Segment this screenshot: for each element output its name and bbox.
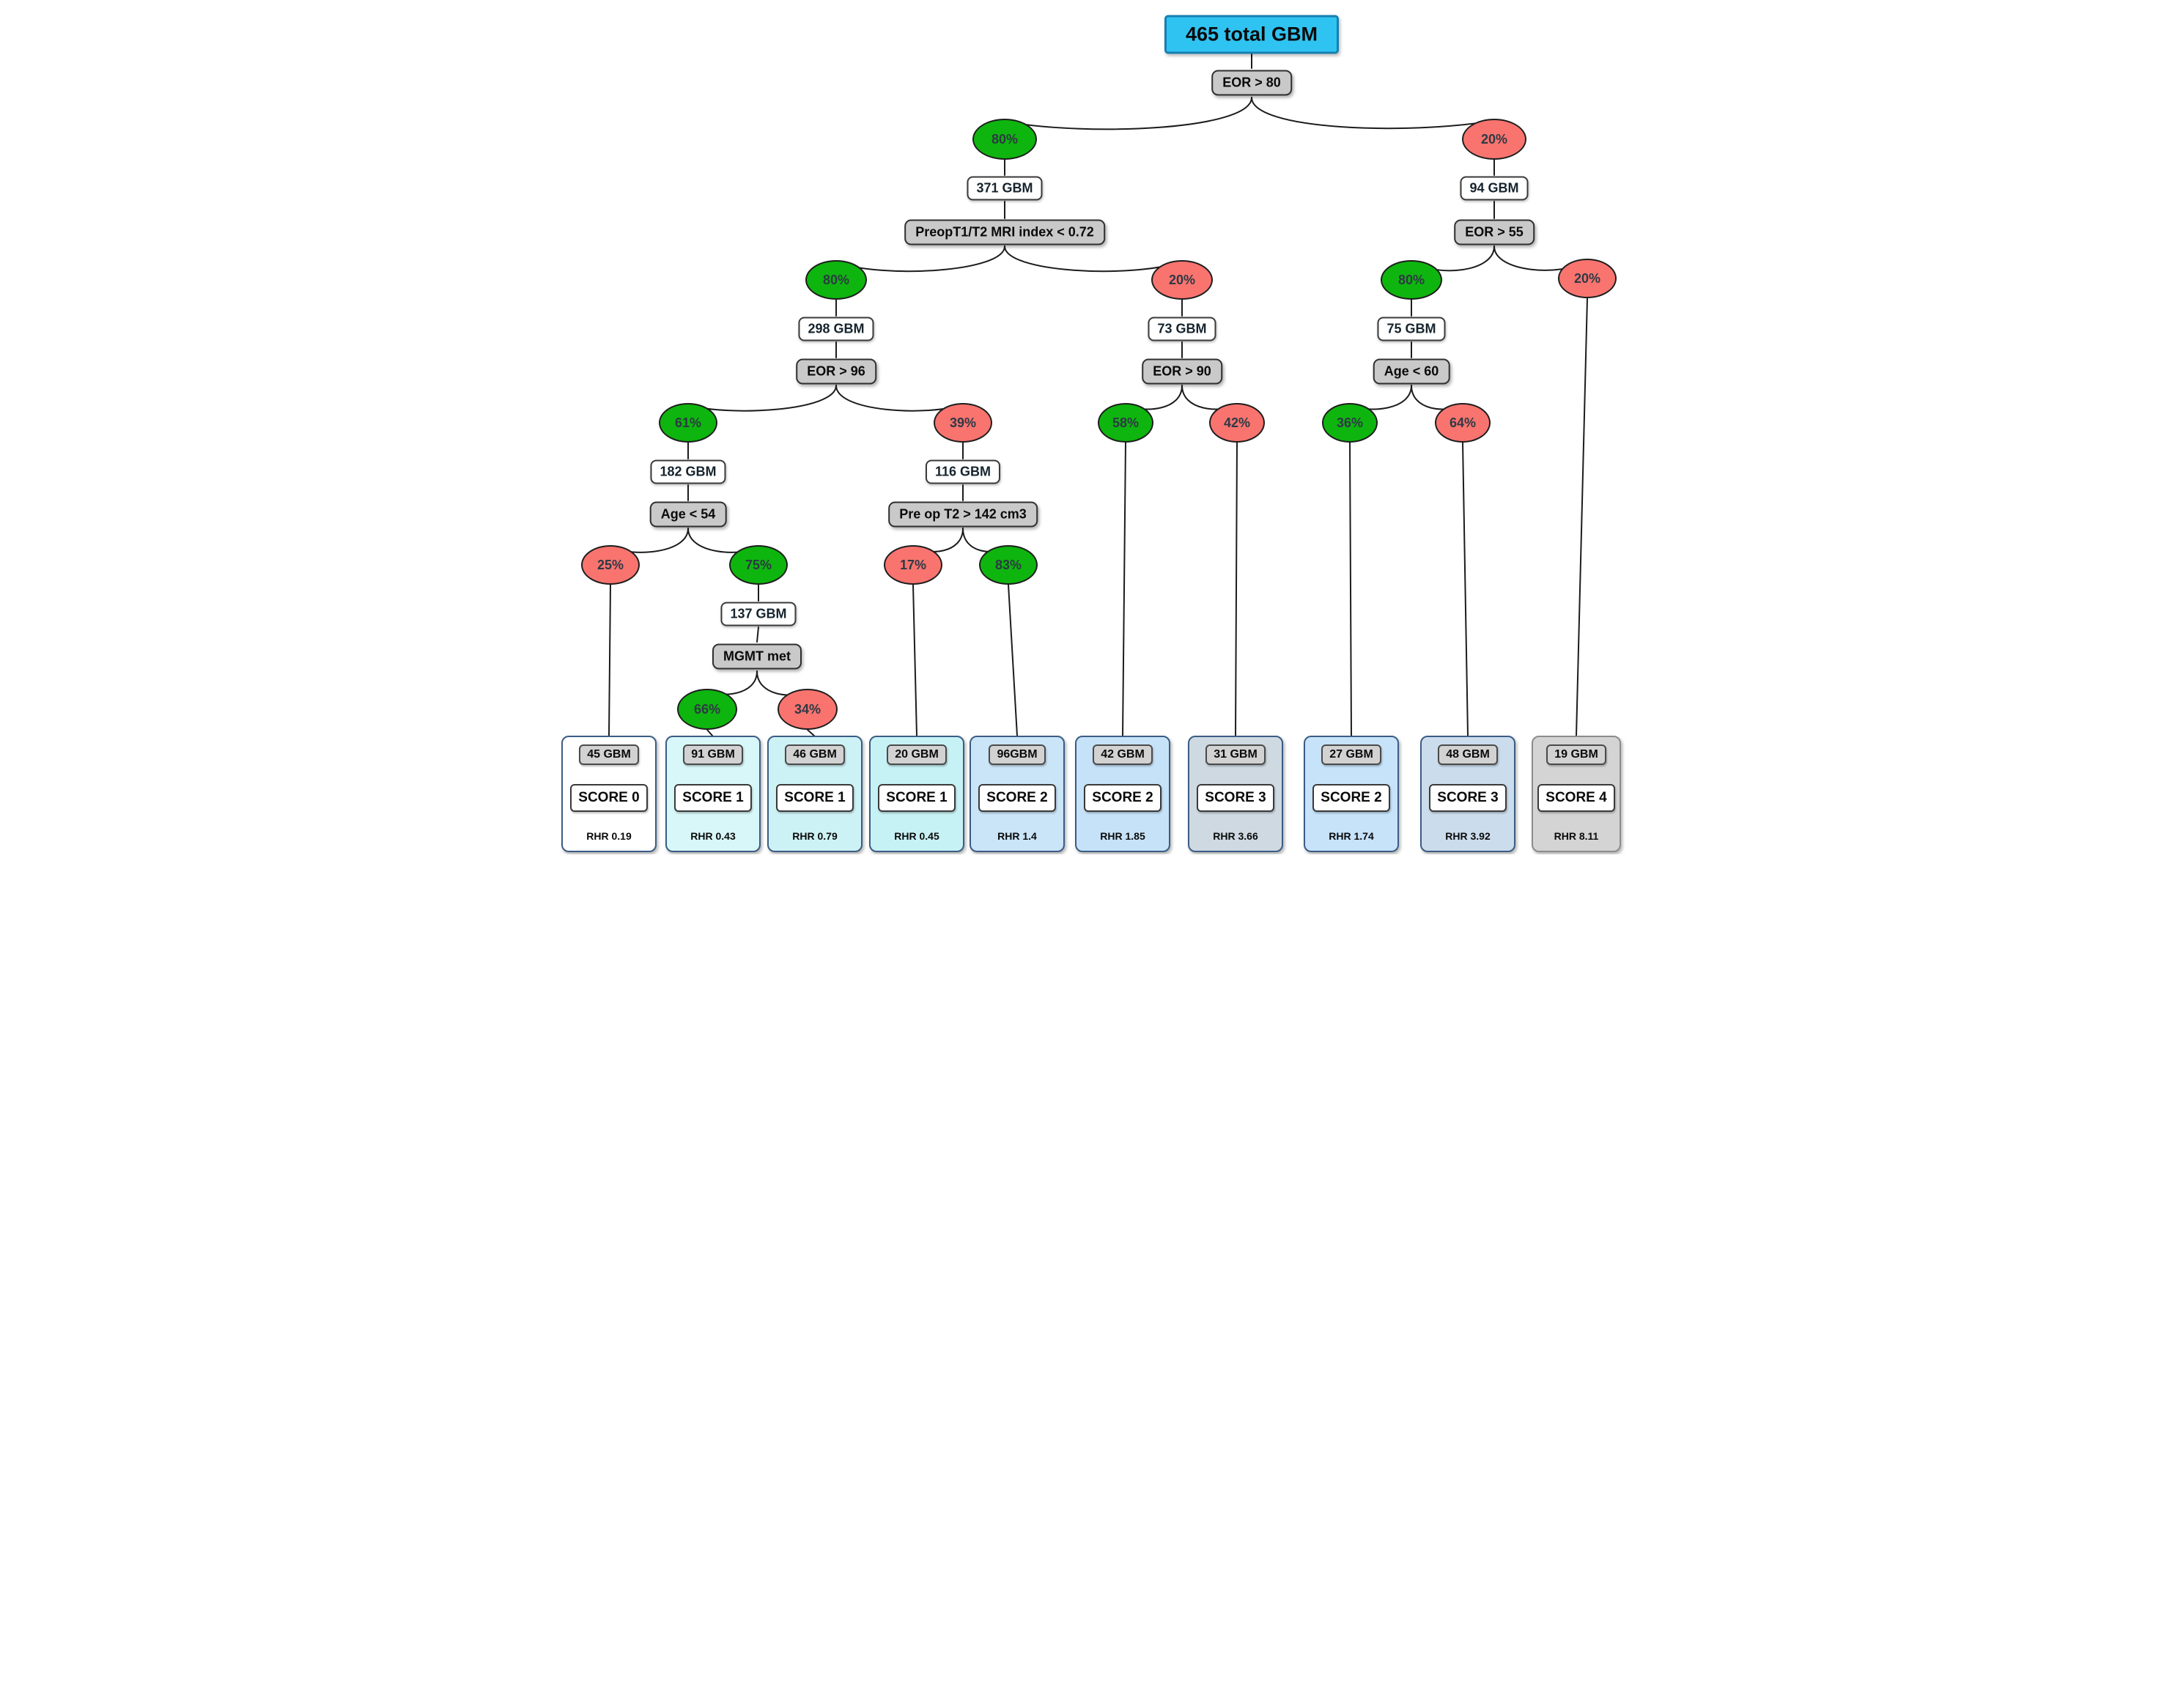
percent-node-58: 58% xyxy=(1098,403,1153,443)
leaf-score-1a: 91 GBM SCORE 1 RHR 0.43 xyxy=(665,736,761,852)
percent-node-66: 66% xyxy=(677,689,737,730)
leaf-score-2a: 96GBM SCORE 2 RHR 1.4 xyxy=(970,736,1065,852)
decision-preop-t1t2-index: PreopT1/T2 MRI index < 0.72 xyxy=(904,219,1105,245)
percent-node-36: 36% xyxy=(1322,403,1378,443)
leaf-score-label: SCORE 0 xyxy=(570,783,648,812)
leaf-gbm-count: 20 GBM xyxy=(887,744,947,765)
leaf-score-1c: 20 GBM SCORE 1 RHR 0.45 xyxy=(869,736,964,852)
percent-node-42: 42% xyxy=(1209,403,1265,443)
percent-node-20-eor55-no: 20% xyxy=(1558,259,1617,298)
percent-node-80-eor55-yes: 80% xyxy=(1381,260,1442,300)
percent-node-75: 75% xyxy=(729,545,788,585)
leaf-gbm-count: 48 GBM xyxy=(1438,744,1498,765)
decision-eor-96: EOR > 96 xyxy=(796,358,876,385)
leaf-rhr-value: RHR 0.79 xyxy=(792,830,838,842)
count-node-371-gbm: 371 GBM xyxy=(967,176,1043,201)
percent-node-64: 64% xyxy=(1435,403,1491,443)
leaf-gbm-count: 91 GBM xyxy=(683,744,743,765)
decision-eor-55: EOR > 55 xyxy=(1454,219,1535,245)
leaf-rhr-value: RHR 3.66 xyxy=(1213,830,1258,842)
leaf-gbm-count: 42 GBM xyxy=(1093,744,1153,765)
leaf-rhr-value: RHR 3.92 xyxy=(1445,830,1491,842)
percent-node-61: 61% xyxy=(659,403,717,443)
percent-node-20-preop-no: 20% xyxy=(1151,260,1213,300)
count-node-94-gbm: 94 GBM xyxy=(1460,176,1529,201)
decision-tree-figure: 465 total GBM EOR > 80 80% 371 GBM Preop… xyxy=(544,0,1631,854)
leaf-score-3b: 48 GBM SCORE 3 RHR 3.92 xyxy=(1420,736,1515,852)
percent-node-80-left: 80% xyxy=(972,119,1037,160)
leaf-score-label: SCORE 1 xyxy=(674,783,752,812)
leaf-gbm-count: 27 GBM xyxy=(1321,744,1381,765)
leaf-score-0: 45 GBM SCORE 0 RHR 0.19 xyxy=(561,736,657,852)
count-node-182-gbm: 182 GBM xyxy=(650,459,726,484)
leaf-rhr-value: RHR 1.4 xyxy=(997,830,1037,842)
root-node-total-gbm: 465 total GBM xyxy=(1164,15,1340,54)
percent-node-17: 17% xyxy=(884,545,942,585)
leaf-gbm-count: 45 GBM xyxy=(579,744,639,765)
leaf-score-label: SCORE 2 xyxy=(1312,783,1390,812)
leaf-score-label: SCORE 3 xyxy=(1429,783,1507,812)
leaf-score-label: SCORE 3 xyxy=(1197,783,1274,812)
count-node-137-gbm: 137 GBM xyxy=(720,602,797,626)
leaf-score-label: SCORE 1 xyxy=(776,783,854,812)
leaf-rhr-value: RHR 0.45 xyxy=(894,830,939,842)
leaf-gbm-count: 31 GBM xyxy=(1205,744,1266,765)
percent-node-20-right: 20% xyxy=(1462,119,1526,160)
leaf-gbm-count: 19 GBM xyxy=(1546,744,1606,765)
decision-preop-t2-142: Pre op T2 > 142 cm3 xyxy=(888,501,1038,528)
leaf-rhr-value: RHR 1.85 xyxy=(1100,830,1145,842)
decision-mgmt-met: MGMT met xyxy=(712,643,802,670)
percent-node-39: 39% xyxy=(934,403,992,443)
decision-age-60: Age < 60 xyxy=(1373,358,1450,385)
leaf-score-label: SCORE 2 xyxy=(1084,783,1162,812)
decision-eor-80: EOR > 80 xyxy=(1211,70,1292,96)
percent-node-83: 83% xyxy=(979,545,1038,585)
count-node-116-gbm: 116 GBM xyxy=(925,459,1001,484)
leaf-rhr-value: RHR 0.19 xyxy=(586,830,632,842)
leaf-score-label: SCORE 1 xyxy=(878,783,956,812)
decision-eor-90: EOR > 90 xyxy=(1142,358,1222,385)
leaf-rhr-value: RHR 1.74 xyxy=(1329,830,1374,842)
decision-age-54: Age < 54 xyxy=(649,501,727,528)
leaf-gbm-count: 96GBM xyxy=(989,744,1046,765)
count-node-75-gbm: 75 GBM xyxy=(1377,317,1446,341)
leaf-rhr-value: RHR 0.43 xyxy=(690,830,736,842)
count-node-73-gbm: 73 GBM xyxy=(1148,317,1216,341)
leaf-score-2b: 42 GBM SCORE 2 RHR 1.85 xyxy=(1075,736,1170,852)
leaf-rhr-value: RHR 8.11 xyxy=(1554,830,1599,842)
leaf-score-label: SCORE 2 xyxy=(978,783,1056,812)
percent-node-34: 34% xyxy=(778,689,838,730)
leaf-score-2c: 27 GBM SCORE 2 RHR 1.74 xyxy=(1304,736,1399,852)
leaf-gbm-count: 46 GBM xyxy=(785,744,845,765)
leaf-score-3a: 31 GBM SCORE 3 RHR 3.66 xyxy=(1188,736,1283,852)
count-node-298-gbm: 298 GBM xyxy=(798,317,874,341)
leaf-score-label: SCORE 4 xyxy=(1537,783,1615,812)
percent-node-25: 25% xyxy=(581,545,640,585)
leaf-score-4: 19 GBM SCORE 4 RHR 8.11 xyxy=(1532,736,1621,852)
leaf-score-1b: 46 GBM SCORE 1 RHR 0.79 xyxy=(767,736,863,852)
percent-node-80-preop-yes: 80% xyxy=(805,260,867,300)
